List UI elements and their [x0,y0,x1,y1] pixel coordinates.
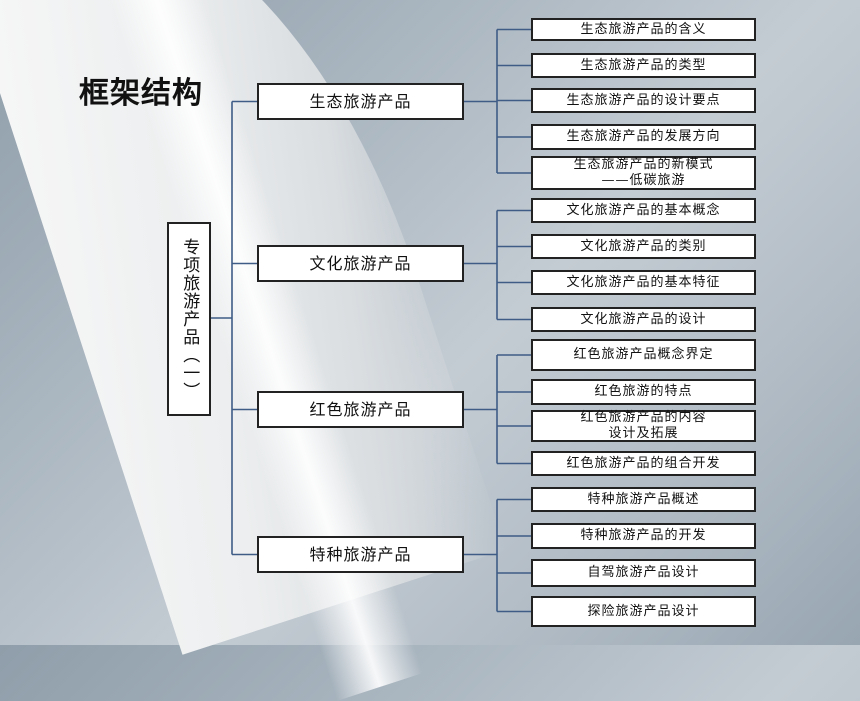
leaf-node: 文化旅游产品的类别 [531,234,756,259]
leaf-text: 文化旅游产品的基本概念 [566,202,721,218]
leaf-node: 红色旅游的特点 [531,379,756,405]
leaf-node: 自驾旅游产品设计 [531,559,756,587]
leaf-node: 红色旅游产品概念界定 [531,339,756,371]
leaf-text: 自驾旅游产品设计 [587,565,700,581]
group-node: 红色旅游产品 [257,391,464,428]
leaf-node: 生态旅游产品的新模式——低碳旅游 [531,156,756,190]
group-node: 文化旅游产品 [257,245,464,282]
leaf-text: 红色旅游产品的组合开发 [566,455,721,471]
leaf-node: 特种旅游产品概述 [531,487,756,512]
leaf-node: 文化旅游产品的设计 [531,307,756,332]
leaf-node: 生态旅游产品的含义 [531,18,756,41]
leaf-text: 红色旅游产品概念界定 [573,347,714,363]
leaf-text: ——低碳旅游 [601,173,686,188]
leaf-text: 生态旅游产品的类型 [580,57,707,73]
group-node: 特种旅游产品 [257,536,464,573]
leaf-text: 生态旅游产品的设计要点 [566,92,721,108]
leaf-text: 红色旅游的特点 [594,384,693,400]
leaf-node: 生态旅游产品的设计要点 [531,88,756,113]
leaf-text: 探险旅游产品设计 [587,603,700,619]
leaf-text: 生态旅游产品的发展方向 [566,129,721,145]
leaf-text: 红色旅游产品的内容 [580,410,707,426]
connector-lines [211,28,531,613]
group-node: 生态旅游产品 [257,83,464,120]
root-node: 专项旅游产品（一） [167,222,211,416]
leaf-text: 生态旅游产品的新模式 [573,157,714,173]
page-title: 框架结构 [79,76,203,111]
leaf-node: 文化旅游产品的基本特征 [531,270,756,295]
leaf-text: 设计及拓展 [608,426,679,441]
leaf-node: 生态旅游产品的类型 [531,53,756,78]
leaf-node: 文化旅游产品的基本概念 [531,198,756,223]
leaf-node: 探险旅游产品设计 [531,596,756,627]
leaf-node: 红色旅游产品的内容设计及拓展 [531,410,756,442]
leaf-node: 特种旅游产品的开发 [531,523,756,549]
leaf-text: 生态旅游产品的含义 [580,21,707,37]
leaf-text: 文化旅游产品的设计 [580,311,707,327]
leaf-text: 特种旅游产品概述 [587,491,700,507]
leaf-node: 红色旅游产品的组合开发 [531,451,756,476]
leaf-text: 文化旅游产品的类别 [580,238,707,254]
leaf-node: 生态旅游产品的发展方向 [531,124,756,150]
leaf-text: 文化旅游产品的基本特征 [566,274,721,290]
leaf-text: 特种旅游产品的开发 [580,528,707,544]
